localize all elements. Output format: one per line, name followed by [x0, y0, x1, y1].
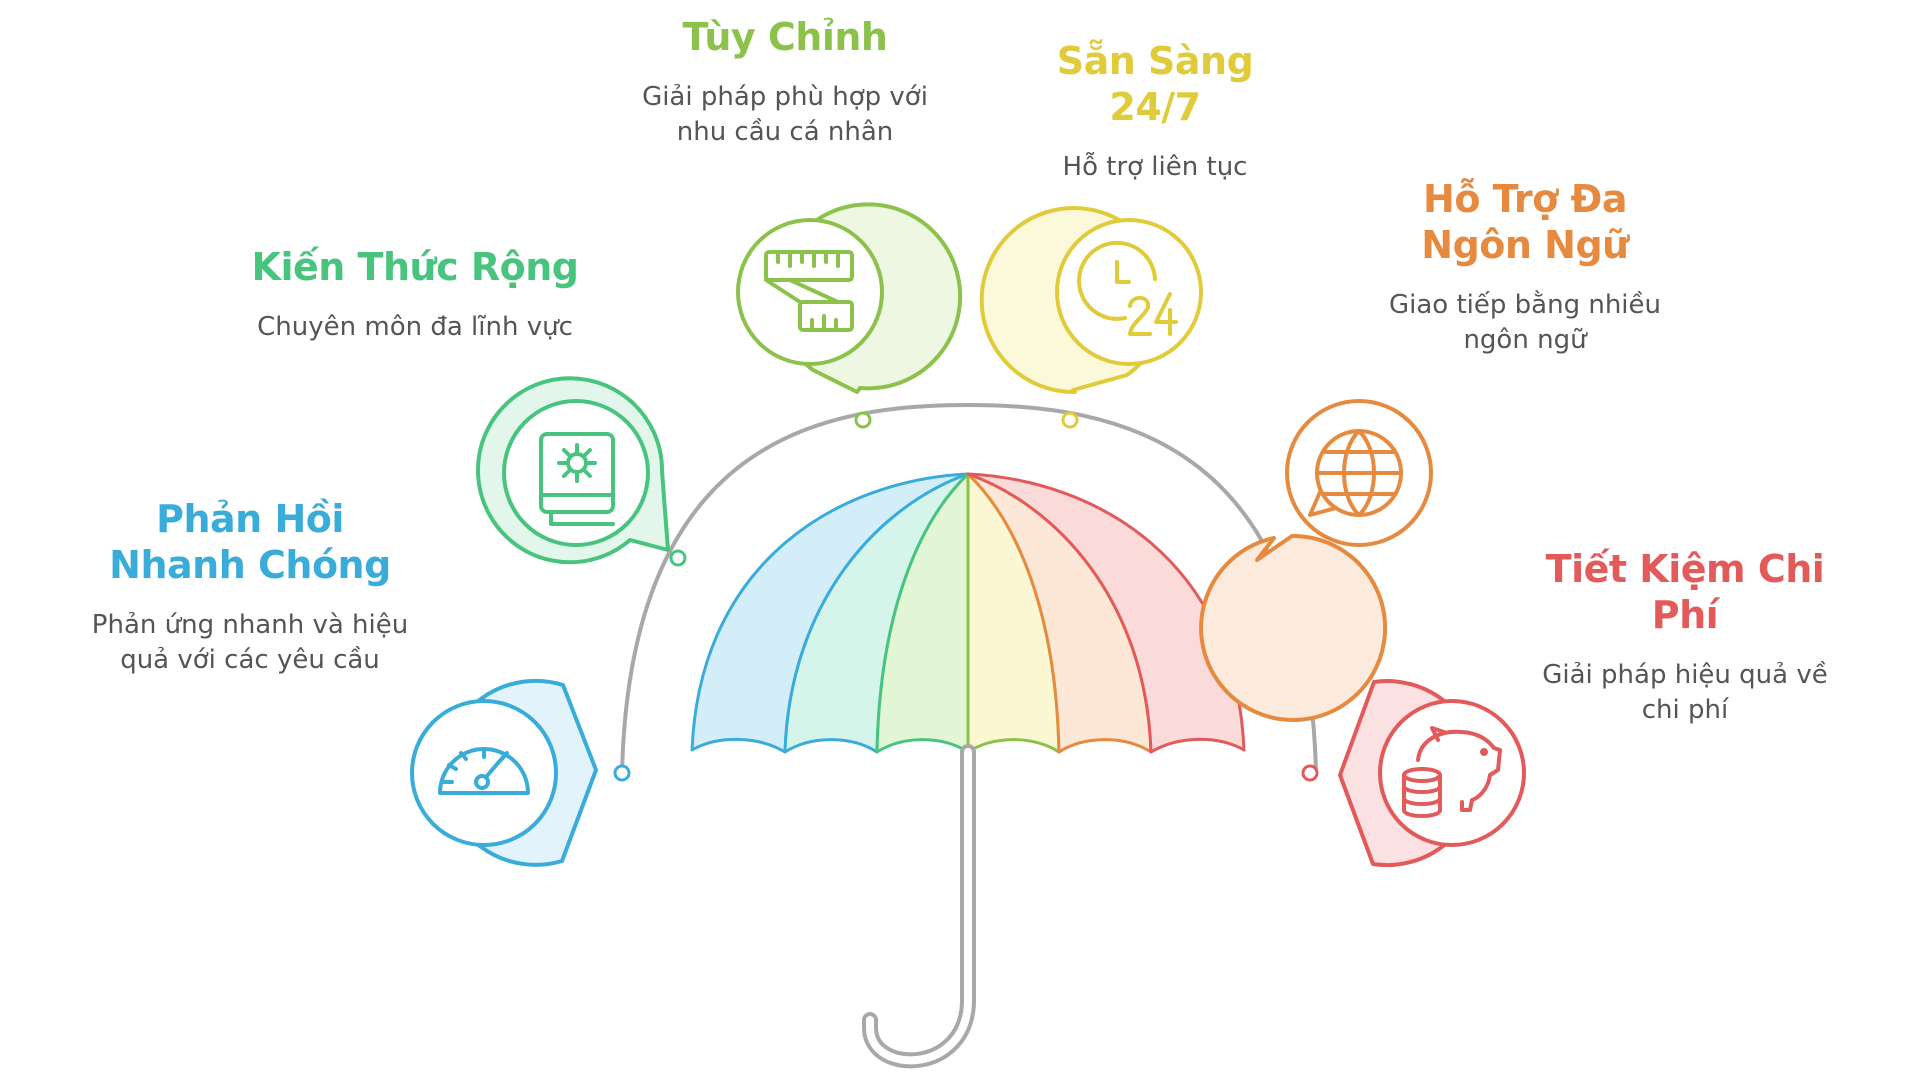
connector-dot-red: [1301, 764, 1319, 782]
feature-quick-response-title: Phản Hồi Nhanh Chóng: [109, 497, 391, 587]
feature-always-available-title: Sẵn Sàng 24/7: [1056, 39, 1254, 129]
canopy-panel-red: [966, 472, 1246, 754]
umbrella-handle: [862, 744, 976, 1069]
measuring-tape-icon: [764, 250, 854, 332]
feature-always-available: Sẵn Sàng 24/7 Hỗ trợ liên tục: [1005, 38, 1305, 185]
feature-broad-knowledge: Kiến Thức Rộng Chuyên môn đa lĩnh vực: [250, 244, 580, 345]
multilingual-bubble-outline: [1199, 533, 1388, 722]
feature-broad-knowledge-title: Kiến Thức Rộng: [251, 245, 579, 289]
customization-bubble: [736, 202, 963, 394]
canopy-panel-green: [875, 472, 970, 754]
connector-dot-blue: [613, 764, 631, 782]
connector-dot-lime: [854, 411, 872, 429]
speedometer-bubble: [410, 678, 598, 867]
customization-bubble-inner: [736, 218, 884, 366]
availability-bubble-inner: [1055, 218, 1203, 366]
speedometer-icon: [438, 747, 530, 795]
feature-quick-response: Phản Hồi Nhanh Chóng Phản ứng nhanh và h…: [90, 496, 410, 678]
feature-customization-title: Tùy Chỉnh: [682, 15, 888, 59]
connector-dot-green: [669, 549, 687, 567]
feature-cost-saving-title: Tiết Kiệm Chi Phí: [1545, 547, 1825, 637]
umbrella-handle-core: [866, 748, 972, 1065]
availability-bubble: [979, 206, 1203, 395]
outer-arc: [620, 403, 1318, 775]
umbrella-canopy: [690, 472, 1246, 754]
feature-always-available-description: Hỗ trợ liên tục: [1062, 152, 1248, 182]
cost-saving-bubble-inner: [1378, 699, 1526, 847]
globe-speech-icon: [1308, 429, 1403, 517]
clock-24-icon: [1077, 240, 1178, 336]
feature-multilingual-description: Giao tiếp bằng nhiều ngôn ngữ: [1389, 290, 1661, 355]
speedometer-bubble-inner: [410, 699, 558, 847]
piggy-bank-coins-icon: [1402, 726, 1502, 818]
knowledge-bubble: [476, 376, 670, 565]
multilingual-bubble: [1199, 399, 1433, 722]
feature-multilingual-title: Hỗ Trợ Đa Ngôn Ngữ: [1421, 177, 1629, 267]
feature-customization-description: Giải pháp phù hợp với nhu cầu cá nhân: [642, 82, 928, 147]
cost-saving-bubble: [1338, 679, 1526, 868]
feature-broad-knowledge-description: Chuyên môn đa lĩnh vực: [257, 312, 573, 342]
feature-multilingual: Hỗ Trợ Đa Ngôn Ngữ Giao tiếp bằng nhiều …: [1365, 176, 1685, 358]
feature-cost-saving: Tiết Kiệm Chi Phí Giải pháp hiệu quả về …: [1520, 546, 1850, 728]
gear-book-icon: [539, 432, 615, 526]
feature-cost-saving-description: Giải pháp hiệu quả về chi phí: [1542, 660, 1828, 725]
feature-quick-response-description: Phản ứng nhanh và hiệu quả với các yêu c…: [91, 610, 409, 675]
connector-dot-yellow: [1061, 411, 1079, 429]
feature-customization: Tùy Chỉnh Giải pháp phù hợp với nhu cầu …: [620, 14, 950, 150]
